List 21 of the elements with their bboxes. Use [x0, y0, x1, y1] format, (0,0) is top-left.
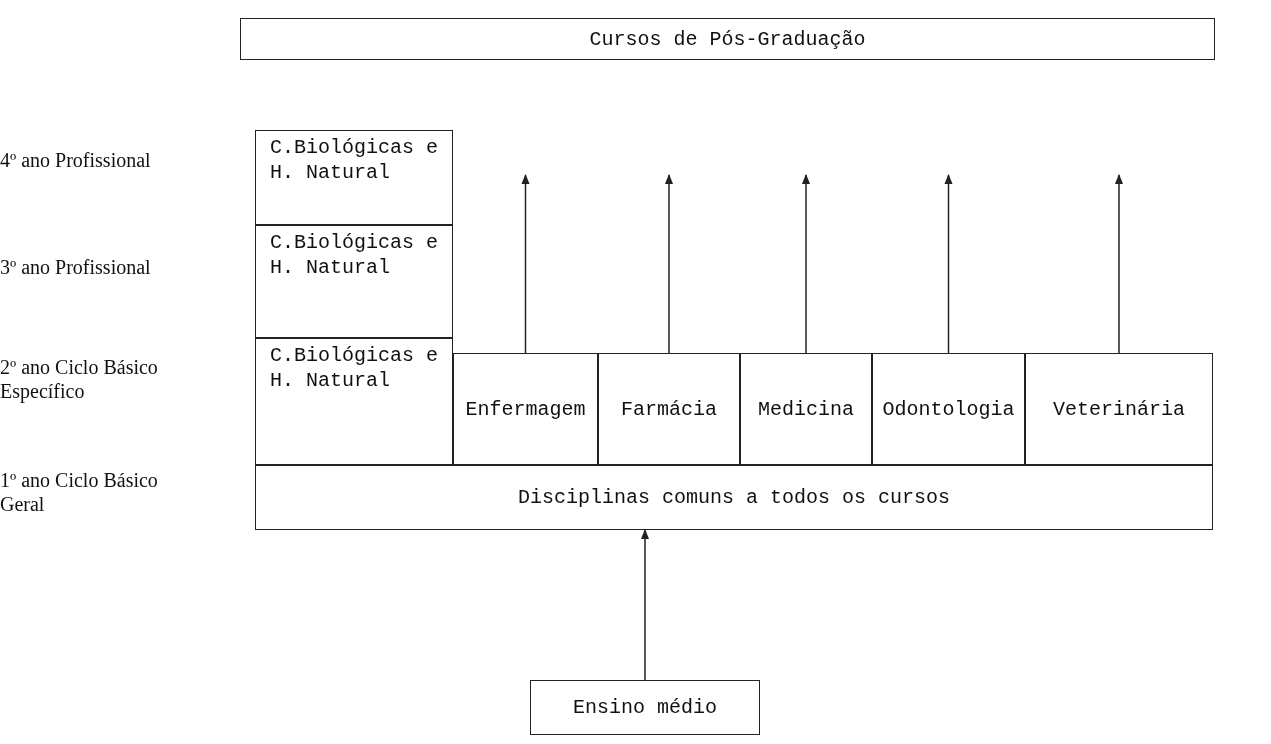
- year-label: 3º ano Profissional: [0, 255, 152, 279]
- course-box: C.Biológicas e H. Natural: [255, 338, 453, 465]
- course-box: Medicina: [740, 353, 872, 465]
- arrow: [801, 173, 811, 354]
- arrow: [640, 528, 650, 681]
- level-box: Disciplinas comuns a todos os cursos: [255, 465, 1213, 530]
- course-box: C.Biológicas e H. Natural: [255, 130, 453, 225]
- year-label: 1º ano Ciclo Básico Geral: [0, 468, 159, 516]
- course-box: C.Biológicas e H. Natural: [255, 225, 453, 338]
- level-box: Ensino médio: [530, 680, 760, 735]
- course-box: Enfermagem: [453, 353, 598, 465]
- course-box: Odontologia: [872, 353, 1025, 465]
- year-label: 4º ano Profissional: [0, 148, 152, 172]
- arrow: [664, 173, 674, 354]
- level-box: Cursos de Pós-Graduação: [240, 18, 1215, 60]
- arrow: [521, 173, 530, 354]
- year-label: 2º ano Ciclo Básico Específico: [0, 355, 159, 403]
- course-box: Farmácia: [598, 353, 740, 465]
- arrow: [1114, 173, 1124, 354]
- course-box: Veterinária: [1025, 353, 1213, 465]
- arrow: [944, 173, 953, 354]
